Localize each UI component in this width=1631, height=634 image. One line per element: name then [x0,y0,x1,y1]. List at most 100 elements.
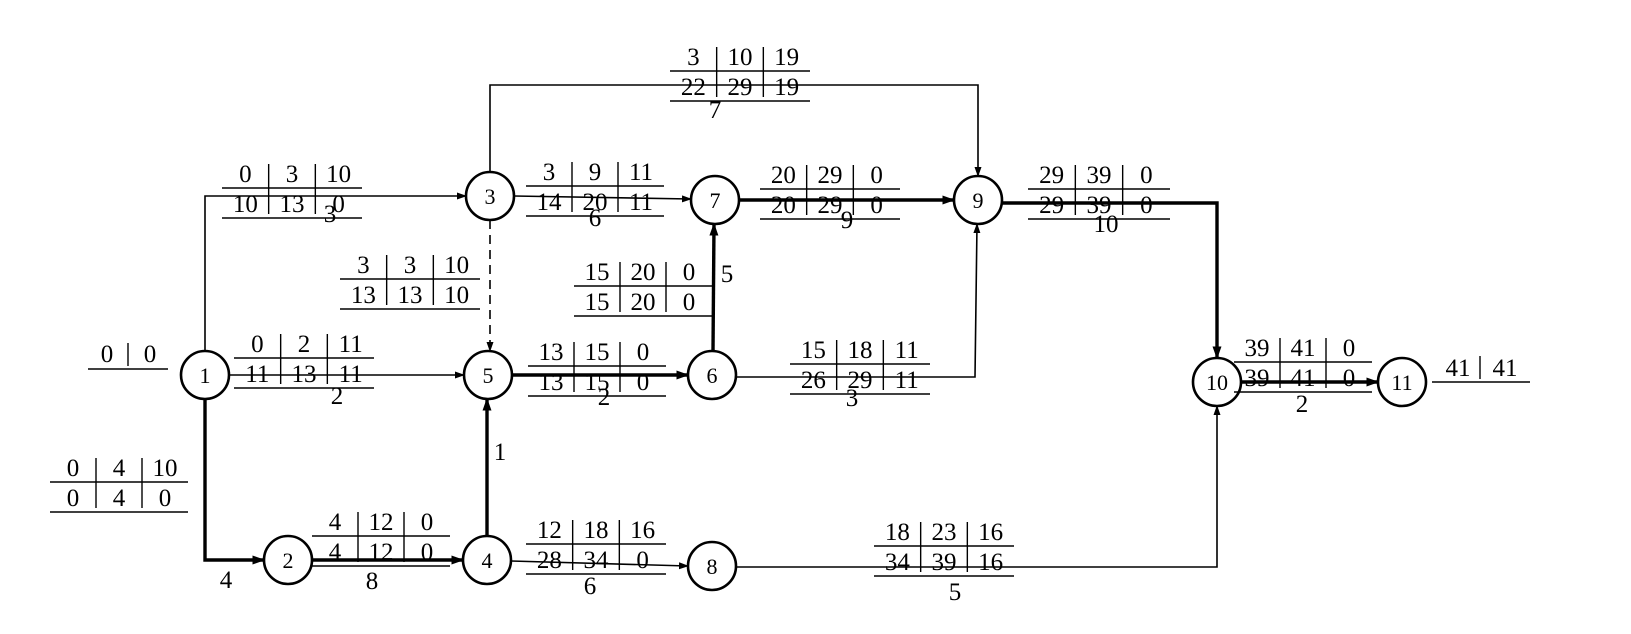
node-number: 10 [1206,370,1228,395]
earliest-time-value: 0 [1343,335,1356,362]
earliest-time-value: 0 [683,259,696,286]
latest-time-value: 39 [932,549,957,576]
start-es: 0 [101,341,114,368]
latest-time-value: 10 [233,191,258,218]
latest-time-value: 13 [398,282,423,309]
earliest-time-value: 2 [298,331,311,358]
latest-time-value: 20 [583,189,608,216]
duration-label: 10 [1094,211,1119,238]
latest-time-value: 15 [585,369,610,396]
earliest-time-value: 0 [637,339,650,366]
earliest-time-value: 11 [629,159,653,186]
earliest-time-value: 16 [630,517,655,544]
node-circle [464,170,516,222]
latest-time-value: 0 [332,191,345,218]
node-number: 9 [973,188,984,213]
earliest-time-value: 15 [585,339,610,366]
node-circle [952,174,1004,226]
earliest-time-value: 4 [329,509,342,536]
node-circle [686,540,738,592]
node-number: 2 [283,548,294,573]
latest-time-value: 29 [818,192,843,219]
earliest-time-value: 18 [885,519,910,546]
latest-time-value: 22 [681,74,706,101]
node-number: 3 [485,184,496,209]
earliest-time-value: 12 [369,509,394,536]
earliest-time-value: 0 [1140,162,1153,189]
earliest-time-value: 4 [113,455,126,482]
node-circle [689,174,741,226]
latest-time-value: 41 [1291,365,1316,392]
earliest-time-value: 0 [67,455,80,482]
duration-label: 6 [589,205,602,232]
earliest-time-value: 3 [286,161,299,188]
earliest-time-value: 41 [1291,335,1316,362]
duration-label: 2 [1296,391,1309,418]
earliest-time-value: 11 [339,331,363,358]
latest-time-value: 16 [978,549,1003,576]
event-node-2: 2 [262,534,314,586]
latest-time-value: 20 [771,192,796,219]
earliest-time-value: 10 [444,252,469,279]
event-node-5: 5 [462,349,514,401]
activity-arrow-1-3 [204,192,467,351]
earliest-time-value: 12 [537,517,562,544]
earliest-time-value: 10 [728,44,753,71]
earliest-time-value: 15 [801,337,826,364]
earliest-time-value: 10 [326,161,351,188]
event-node-9: 9 [952,174,1004,226]
earliest-time-value: 3 [357,252,370,279]
latest-time-value: 29 [1039,192,1064,219]
latest-time-value: 0 [637,369,650,396]
earliest-time-value: 0 [239,161,252,188]
latest-time-value: 0 [636,547,649,574]
node-number: 11 [1391,370,1412,395]
node-number: 8 [707,554,718,579]
activity-arrow-6-9 [736,223,981,378]
node-number: 5 [483,363,494,388]
earliest-time-value: 29 [1039,162,1064,189]
node-circle [1191,356,1243,408]
event-node-6: 6 [686,349,738,401]
earliest-time-value: 0 [251,331,264,358]
node-circle [462,349,514,401]
end-ef: 41 [1446,355,1471,382]
duration-label: 5 [949,579,962,606]
event-node-4: 4 [461,534,513,586]
latest-time-value: 11 [895,367,919,394]
node-number: 6 [707,363,718,388]
earliest-time-value: 3 [404,252,417,279]
latest-time-value: 13 [539,369,564,396]
latest-time-value: 29 [848,367,873,394]
duration-label: 5 [721,261,734,288]
earliest-time-value: 15 [585,259,610,286]
latest-time-value: 34 [584,547,610,574]
duration-label: 9 [841,207,854,234]
latest-time-value: 39 [1245,365,1270,392]
activity-arrow-3-9 [489,84,982,177]
node-circle [461,534,513,586]
earliest-time-value: 11 [895,337,919,364]
duration-label: 8 [366,568,379,595]
node-circle [179,349,231,401]
earliest-time-value: 39 [1245,335,1270,362]
latest-time-value: 0 [683,289,696,316]
latest-time-value: 11 [629,189,653,216]
earliest-time-value: 9 [589,159,602,186]
latest-time-value: 39 [1087,192,1112,219]
earliest-time-value: 39 [1087,162,1112,189]
latest-time-value: 13 [292,361,317,388]
event-node-7: 7 [689,174,741,226]
duration-label: 6 [584,573,597,600]
latest-time-value: 19 [774,74,799,101]
latest-time-value: 29 [728,74,753,101]
